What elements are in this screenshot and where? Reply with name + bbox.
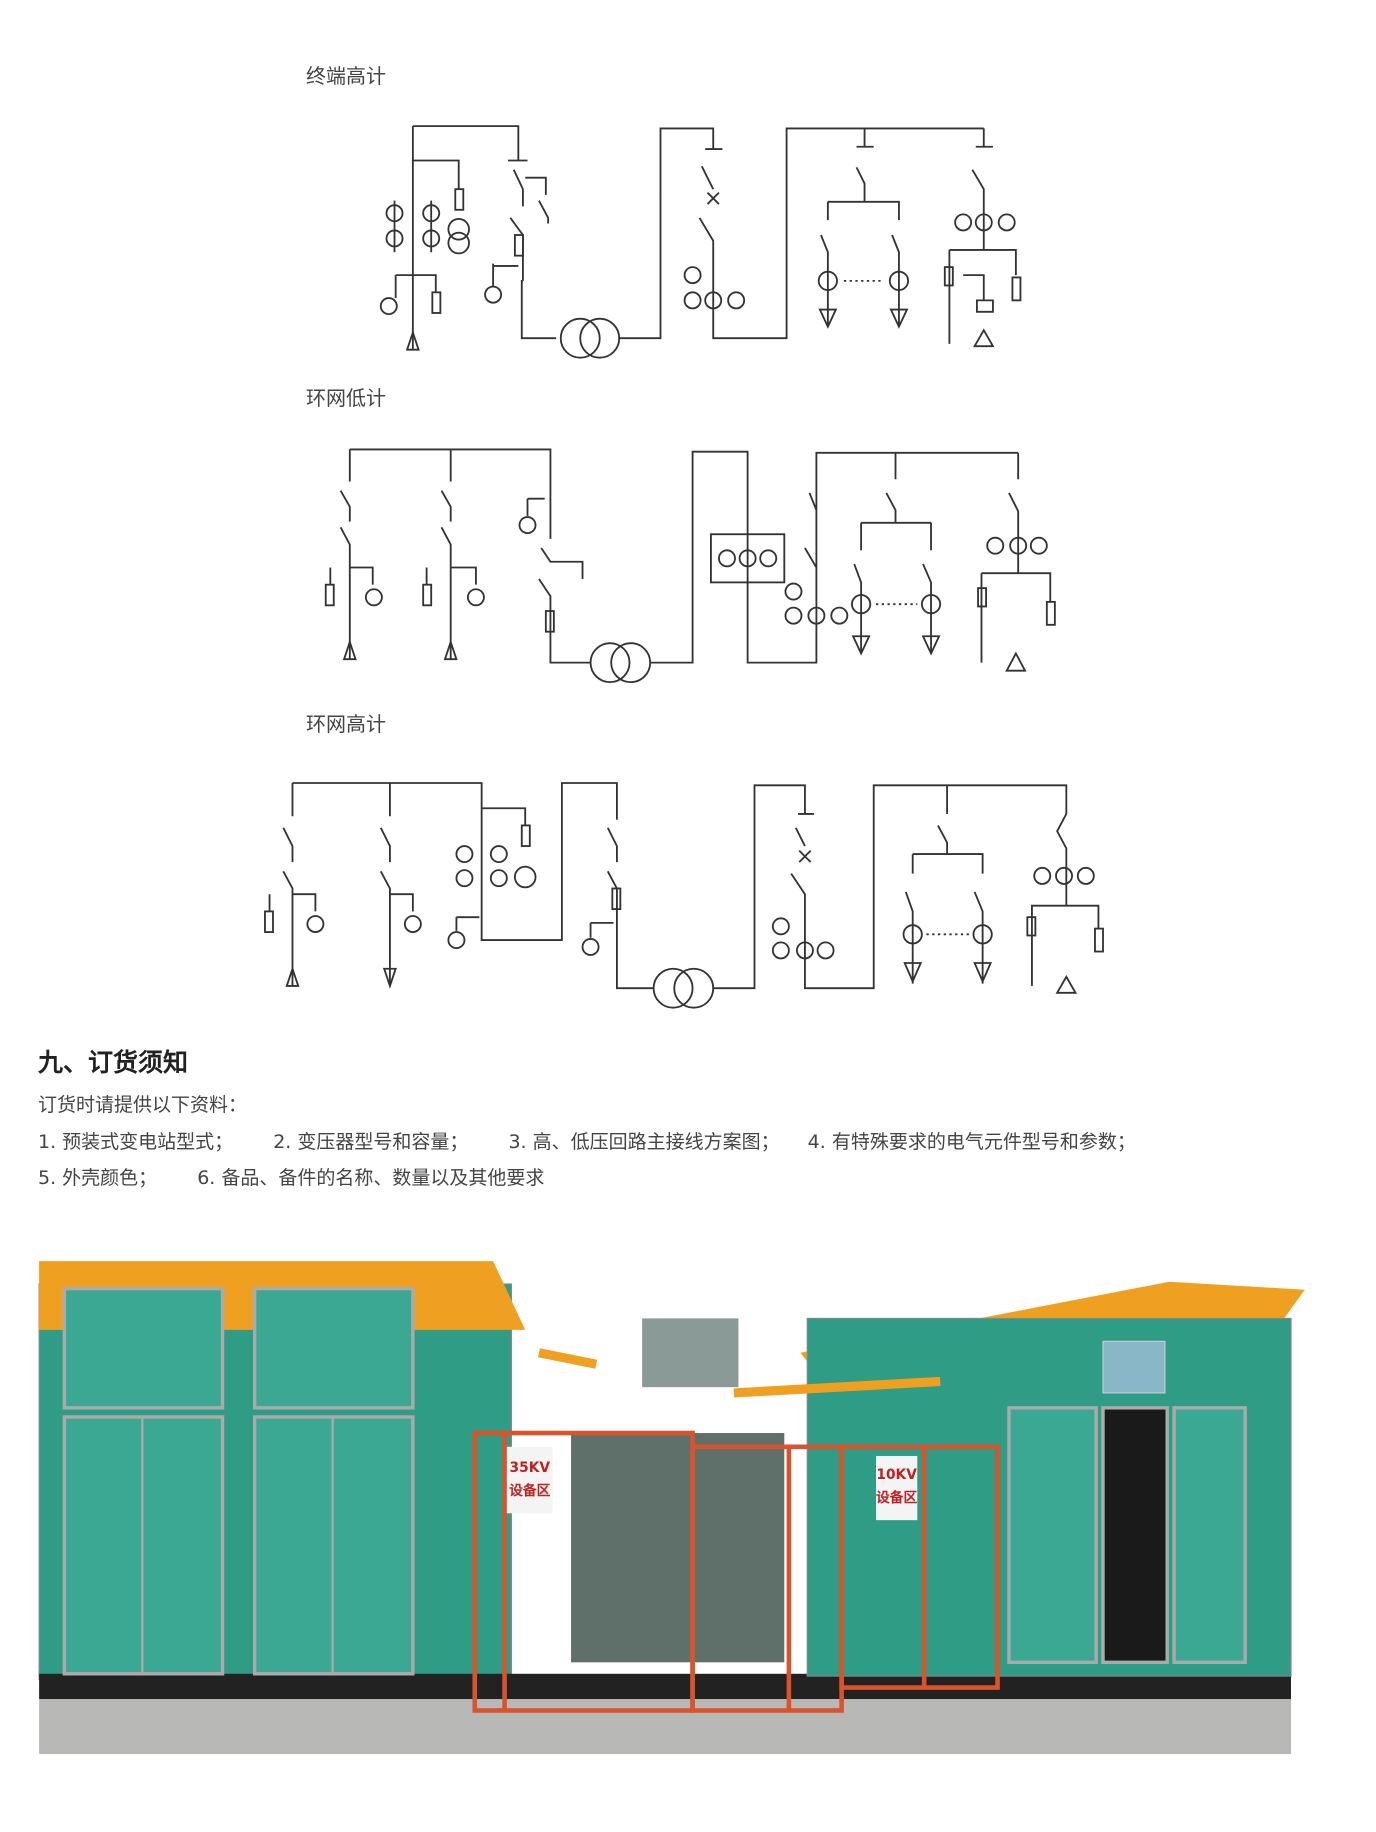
wiring-diagram-ring-low-metering <box>324 448 1056 684</box>
diagram-label-ring-low: 环网低计 <box>306 386 386 410</box>
sign-10kv-line2: 设备区 <box>876 1489 918 1506</box>
wiring-diagram-ring-high-metering <box>264 782 1104 1009</box>
order-items-line2: 5. 外壳颜色； 6. 备品、备件的名称、数量以及其他要求 <box>38 1163 578 1190</box>
safety-fence <box>472 1430 1000 1713</box>
section-title: 九、订货须知 <box>38 1048 189 1077</box>
order-item: 4. 有特殊要求的电气元件型号和参数； <box>807 1131 1136 1153</box>
wiring-diagram-terminal-high-metering <box>379 125 1022 359</box>
order-item: 3. 高、低压回路主接线方案图； <box>508 1131 780 1153</box>
diagram-label-terminal-high: 终端高计 <box>306 64 386 88</box>
order-item: 6. 备品、备件的名称、数量以及其他要求 <box>197 1167 545 1189</box>
section-intro: 订货时请提供以下资料： <box>38 1094 248 1116</box>
substation-photo <box>38 1261 1305 1755</box>
diagram-label-ring-high: 环网高计 <box>306 712 386 736</box>
order-item: 5. 外壳颜色； <box>38 1167 158 1189</box>
sign-35kv-line1: 35KV <box>510 1460 551 1476</box>
sign-10kv-line1: 10KV <box>876 1467 917 1483</box>
order-item: 1. 预装式变电站型式； <box>38 1131 234 1153</box>
order-item: 2. 变压器型号和容量； <box>273 1131 469 1153</box>
order-items-line1: 1. 预装式变电站型式； 2. 变压器型号和容量； 3. 高、低压回路主接线方案… <box>38 1127 1170 1154</box>
sign-35kv-line2: 设备区 <box>509 1482 551 1499</box>
